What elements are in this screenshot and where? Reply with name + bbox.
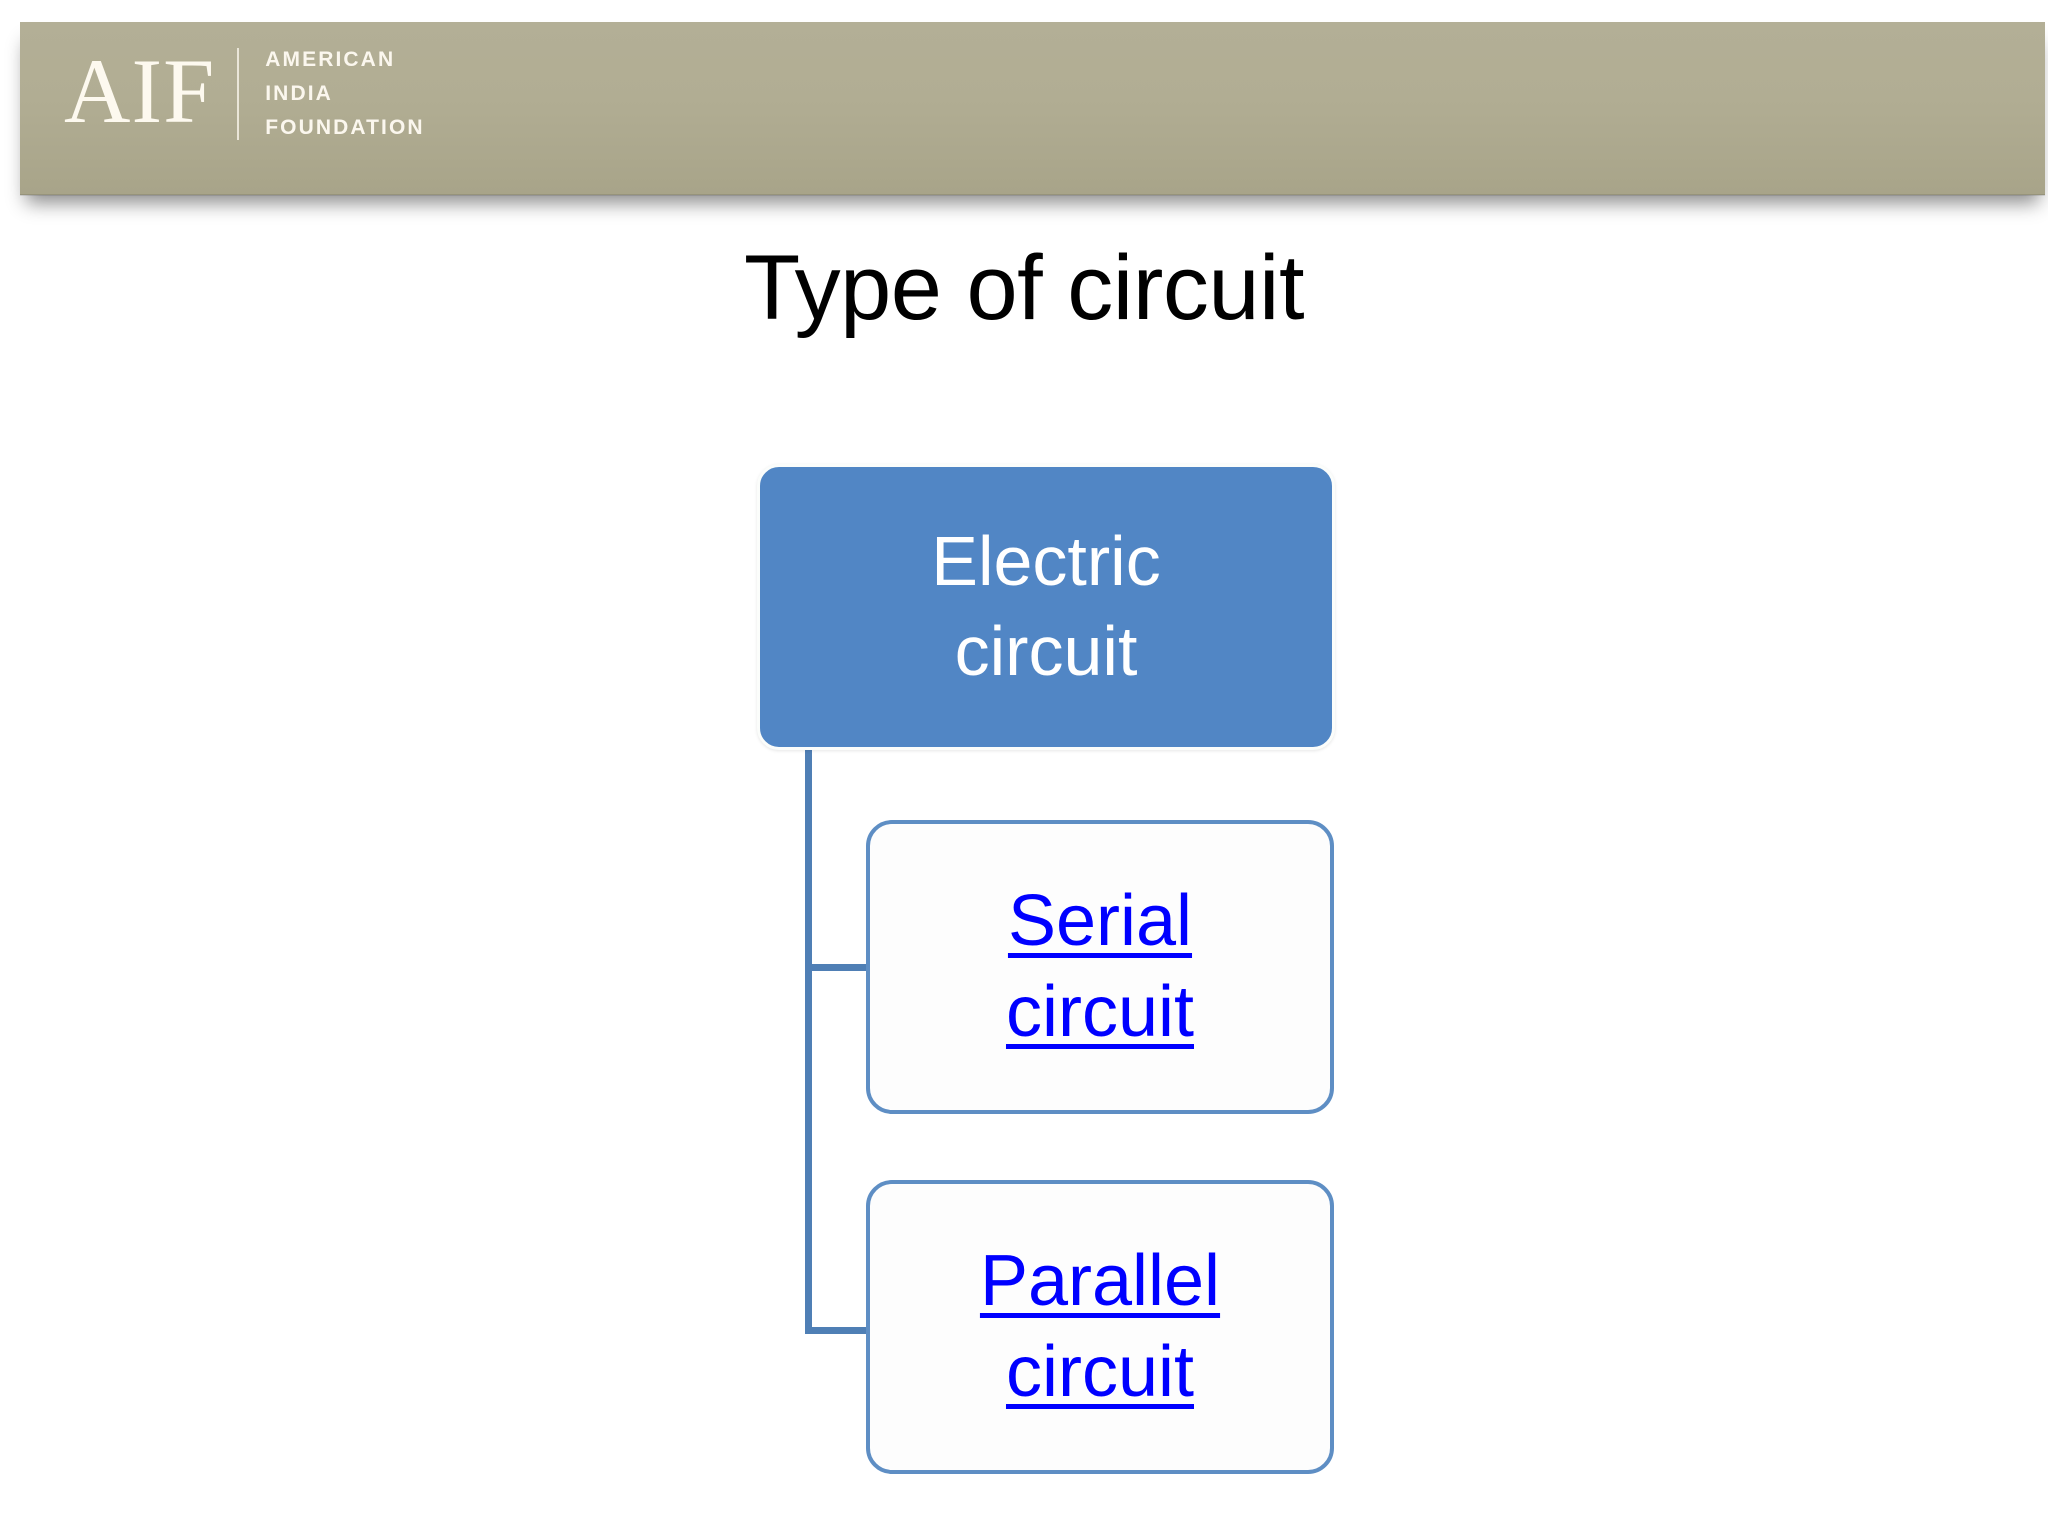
header-banner: AIF AMERICAN INDIA FOUNDATION: [20, 22, 2045, 196]
node-serial-circuit-label-line2: circuit: [1005, 972, 1194, 1052]
node-electric-circuit[interactable]: Electric circuit: [757, 464, 1335, 750]
node-serial-circuit[interactable]: Serial circuit: [866, 820, 1334, 1114]
node-electric-circuit-label-line1: Electric: [931, 522, 1161, 601]
connector-trunk-vertical: [805, 750, 812, 1334]
logo-line-india: INDIA: [265, 81, 333, 105]
node-electric-circuit-label-line2: circuit: [954, 612, 1138, 690]
logo-line-foundation: FOUNDATION: [265, 116, 425, 139]
connector-branch-parallel: [805, 1327, 869, 1334]
connector-branch-serial: [805, 964, 869, 971]
aif-logo-mark: AIF: [64, 40, 216, 142]
serial-circuit-hyperlink[interactable]: Serial circuit: [1006, 876, 1194, 1059]
logo-line-american: AMERICAN: [265, 47, 396, 71]
logo-divider: [237, 48, 240, 140]
node-electric-circuit-label: Electric circuit: [931, 517, 1160, 696]
node-parallel-circuit[interactable]: Parallel circuit: [866, 1180, 1334, 1474]
aif-logo: AIF AMERICAN INDIA FOUNDATION: [42, 30, 425, 158]
node-parallel-circuit-label-line1: Parallel: [979, 1240, 1221, 1321]
node-serial-circuit-label-line1: Serial: [1007, 880, 1193, 961]
parallel-circuit-hyperlink[interactable]: Parallel circuit: [980, 1236, 1220, 1419]
node-parallel-circuit-label-line2: circuit: [1005, 1332, 1194, 1412]
aif-logo-wordmark: AMERICAN INDIA FOUNDATION: [239, 43, 424, 145]
page-title: Type of circuit: [743, 237, 1305, 339]
